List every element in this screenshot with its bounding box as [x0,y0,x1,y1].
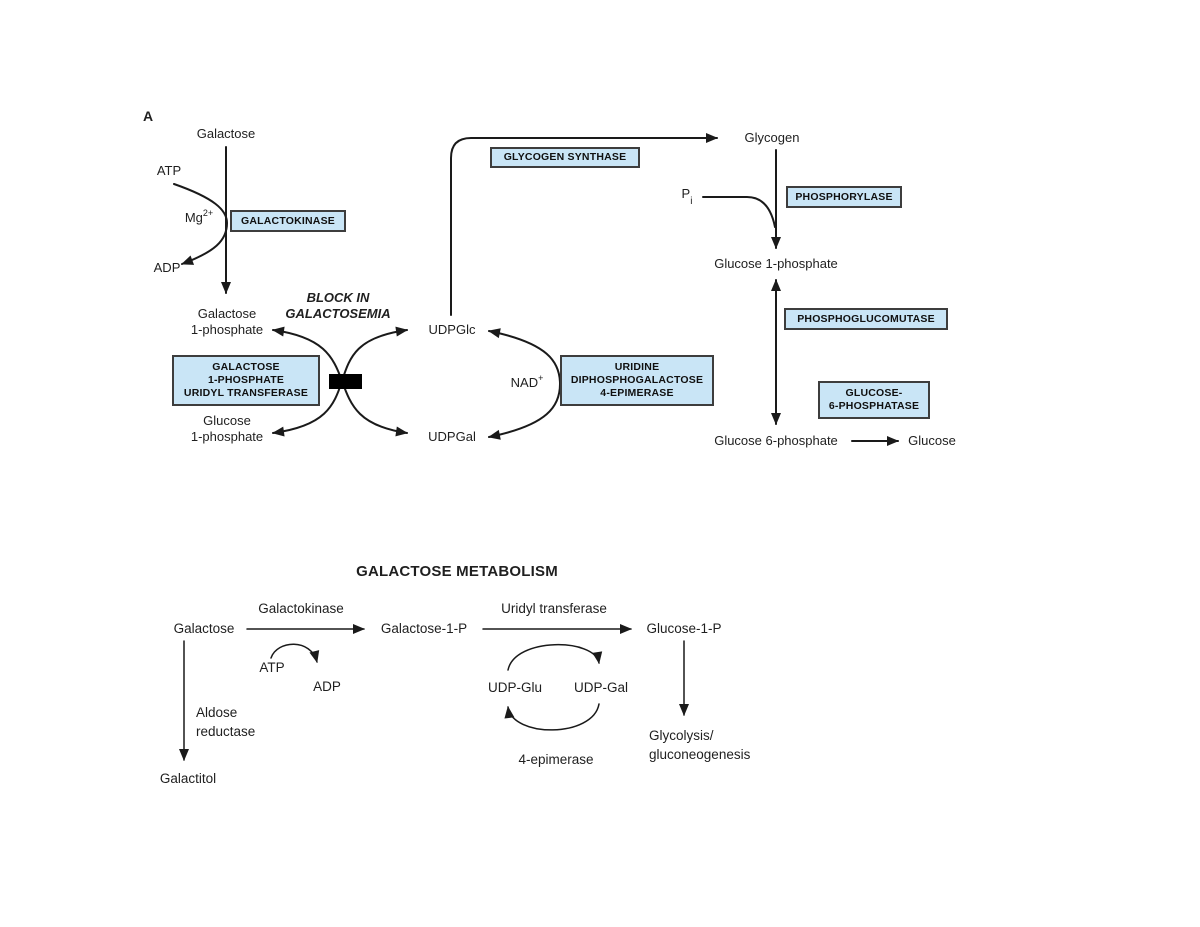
b-aldose-reductase-label: Aldose reductase [196,705,256,739]
pi-base: P [681,186,691,202]
glycogen-synthase-enzyme-box: GLYCOGEN SYNTHASE [490,147,640,168]
panel-a-label: A [143,108,154,124]
galactose-label: Galactose [196,126,256,141]
epimerase-enzyme-box: URIDINE DIPHOSPHOGALACTOSE 4-EPIMERASE [560,355,714,406]
block-in-galactosemia-note: BLOCK IN GALACTOSEMIA [285,290,391,321]
b-adp-label: ADP [313,679,341,694]
udpglc-label: UDPGlc [428,322,476,337]
b-uridyl-transferase-label: Uridyl transferase [501,601,607,616]
b-galactose-1-p-label: Galactose-1-P [380,621,468,636]
nad-cofactor-label: NAD+ [511,371,544,391]
glucose-1-phosphate-right-label: Glucose 1-phosphate [714,256,838,271]
glucose-6-phosphate-label: Glucose 6-phosphate [714,433,838,448]
mg-superscript: 2+ [202,207,214,218]
b-galactitol-label: Galactitol [159,771,217,786]
b-atp-adp-curve [270,643,320,663]
b-udp-glu-label: UDP-Glu [487,680,543,695]
glucose-final-label: Glucose [908,433,956,448]
b-udp-cycle-top-arc [507,644,603,671]
b-udp-gal-label: UDP-Gal [573,680,629,695]
glucose-1-phosphate-left-label: Glucose 1-phosphate [190,413,264,444]
b-glucose-1-p-label: Glucose-1-P [646,621,722,636]
udpglc-to-glycogen-arrow [450,133,718,316]
nad-superscript: + [538,372,544,383]
atp-label: ATP [156,163,182,178]
udpgal-label: UDPGal [428,429,476,444]
pi-cofactor-label: Pi [682,186,693,208]
phosphoglucomutase-enzyme-box: PHOSPHOGLUCOMUTASE [784,308,948,330]
nad-base: NAD [510,375,539,391]
b-atp-label: ATP [259,660,285,675]
b-galactose-label: Galactose [173,621,235,636]
mg-cofactor-label: Mg2+ [185,206,213,226]
galactokinase-enzyme-box: GALACTOKINASE [230,210,346,232]
galactose-1-phosphate-label: Galactose 1-phosphate [190,306,264,337]
glycogen-label: Glycogen [744,130,800,145]
galactosemia-block-symbol [329,374,362,389]
glucose-6-phosphatase-enzyme-box: GLUCOSE- 6-PHOSPHATASE [818,381,930,419]
adp-label: ADP [153,260,181,275]
atp-adp-cofactor-curve [173,183,229,265]
b-glycolysis-gluconeogenesis-label: Glycolysis/ gluconeogenesis [649,728,751,762]
panel-b-title: GALACTOSE METABOLISM [356,563,558,580]
pi-subscript: i [690,195,693,207]
uridyl-transferase-enzyme-box: GALACTOSE 1-PHOSPHATE URIDYL TRANSFERASE [172,355,320,406]
phosphorylase-enzyme-box: PHOSPHORYLASE [786,186,902,208]
mg-base: Mg [184,210,203,226]
b-udp-cycle-bottom-arc [504,703,600,731]
b-4-epimerase-label: 4-epimerase [518,752,594,767]
pi-cofactor-curve [702,196,776,228]
b-galactokinase-label: Galactokinase [258,601,344,616]
